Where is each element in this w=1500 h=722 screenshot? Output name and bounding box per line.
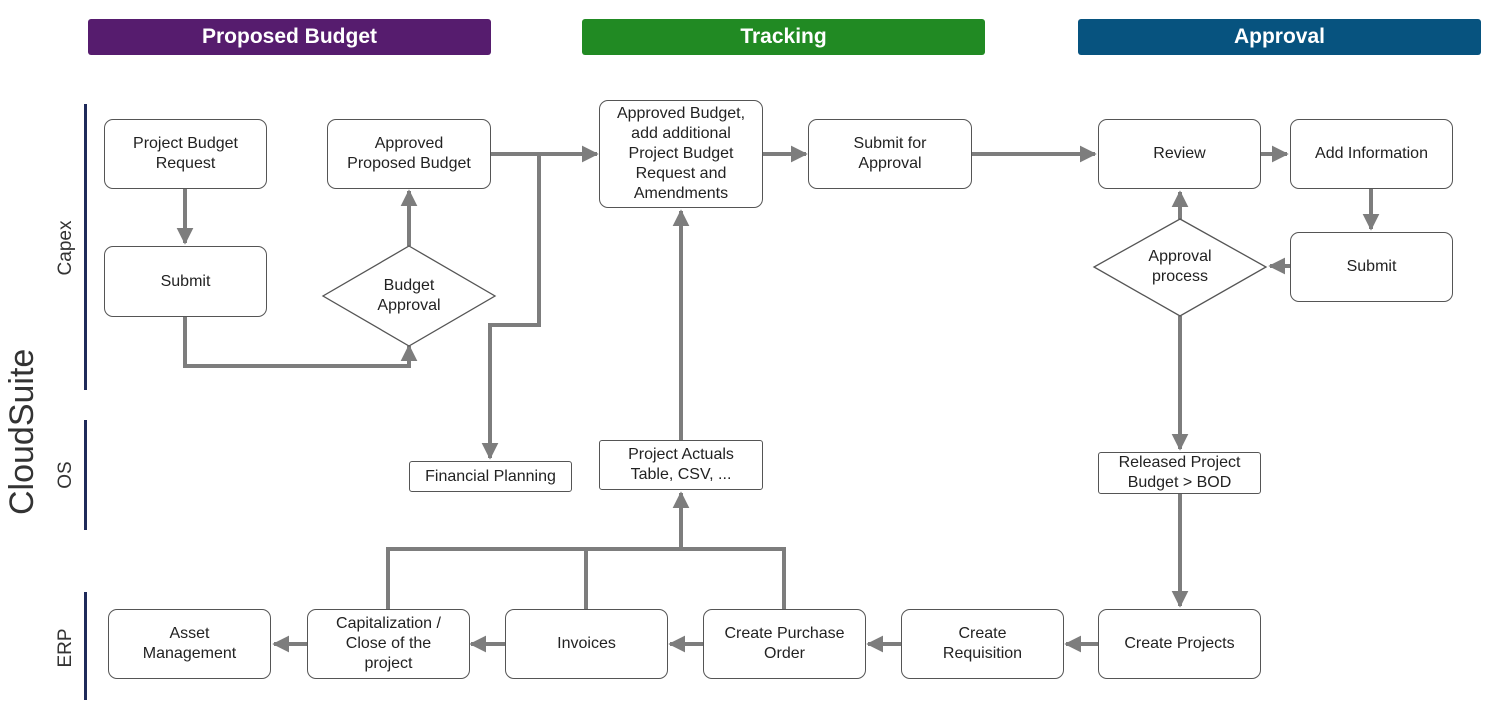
node-budget-approval-label: Budget Approval <box>377 277 441 314</box>
edge-to-financial-planning <box>481 154 541 460</box>
lane-bar-capex <box>84 104 87 390</box>
phase-header-proposed-budget: Proposed Budget <box>88 19 491 55</box>
node-create-purchase-order: Create Purchase Order <box>703 609 866 679</box>
node-add-information: Add Information <box>1290 119 1453 189</box>
node-approved-budget-amendments: Approved Budget, add additional Project … <box>599 100 763 208</box>
node-project-budget-request: Project Budget Request <box>104 119 267 189</box>
edge-submit-to-budget-approval <box>183 317 418 368</box>
node-create-requisition: Create Requisition <box>901 609 1064 679</box>
node-review: Review <box>1098 119 1261 189</box>
node-approved-proposed-budget: Approved Proposed Budget <box>327 119 491 189</box>
node-submit-for-approval: Submit for Approval <box>808 119 972 189</box>
phase-header-approval: Approval <box>1078 19 1481 55</box>
node-create-projects: Create Projects <box>1098 609 1261 679</box>
node-submit-approval: Submit <box>1290 232 1453 302</box>
budget-approval-diamond <box>321 245 497 347</box>
node-released-project-budget: Released Project Budget > BOD <box>1098 452 1261 494</box>
approval-process-diamond <box>1092 218 1268 317</box>
lane-bar-os <box>84 420 87 530</box>
node-project-actuals: Project Actuals Table, CSV, ... <box>599 440 763 490</box>
node-capitalization: Capitalization / Close of the project <box>307 609 470 679</box>
lane-bar-erp <box>84 592 87 700</box>
phase-header-tracking: Tracking <box>582 19 985 55</box>
node-asset-management: Asset Management <box>108 609 271 679</box>
node-submit-capex: Submit <box>104 246 267 317</box>
node-approval-process-label: Approval process <box>1148 248 1212 285</box>
node-financial-planning: Financial Planning <box>409 461 572 492</box>
node-invoices: Invoices <box>505 609 668 679</box>
